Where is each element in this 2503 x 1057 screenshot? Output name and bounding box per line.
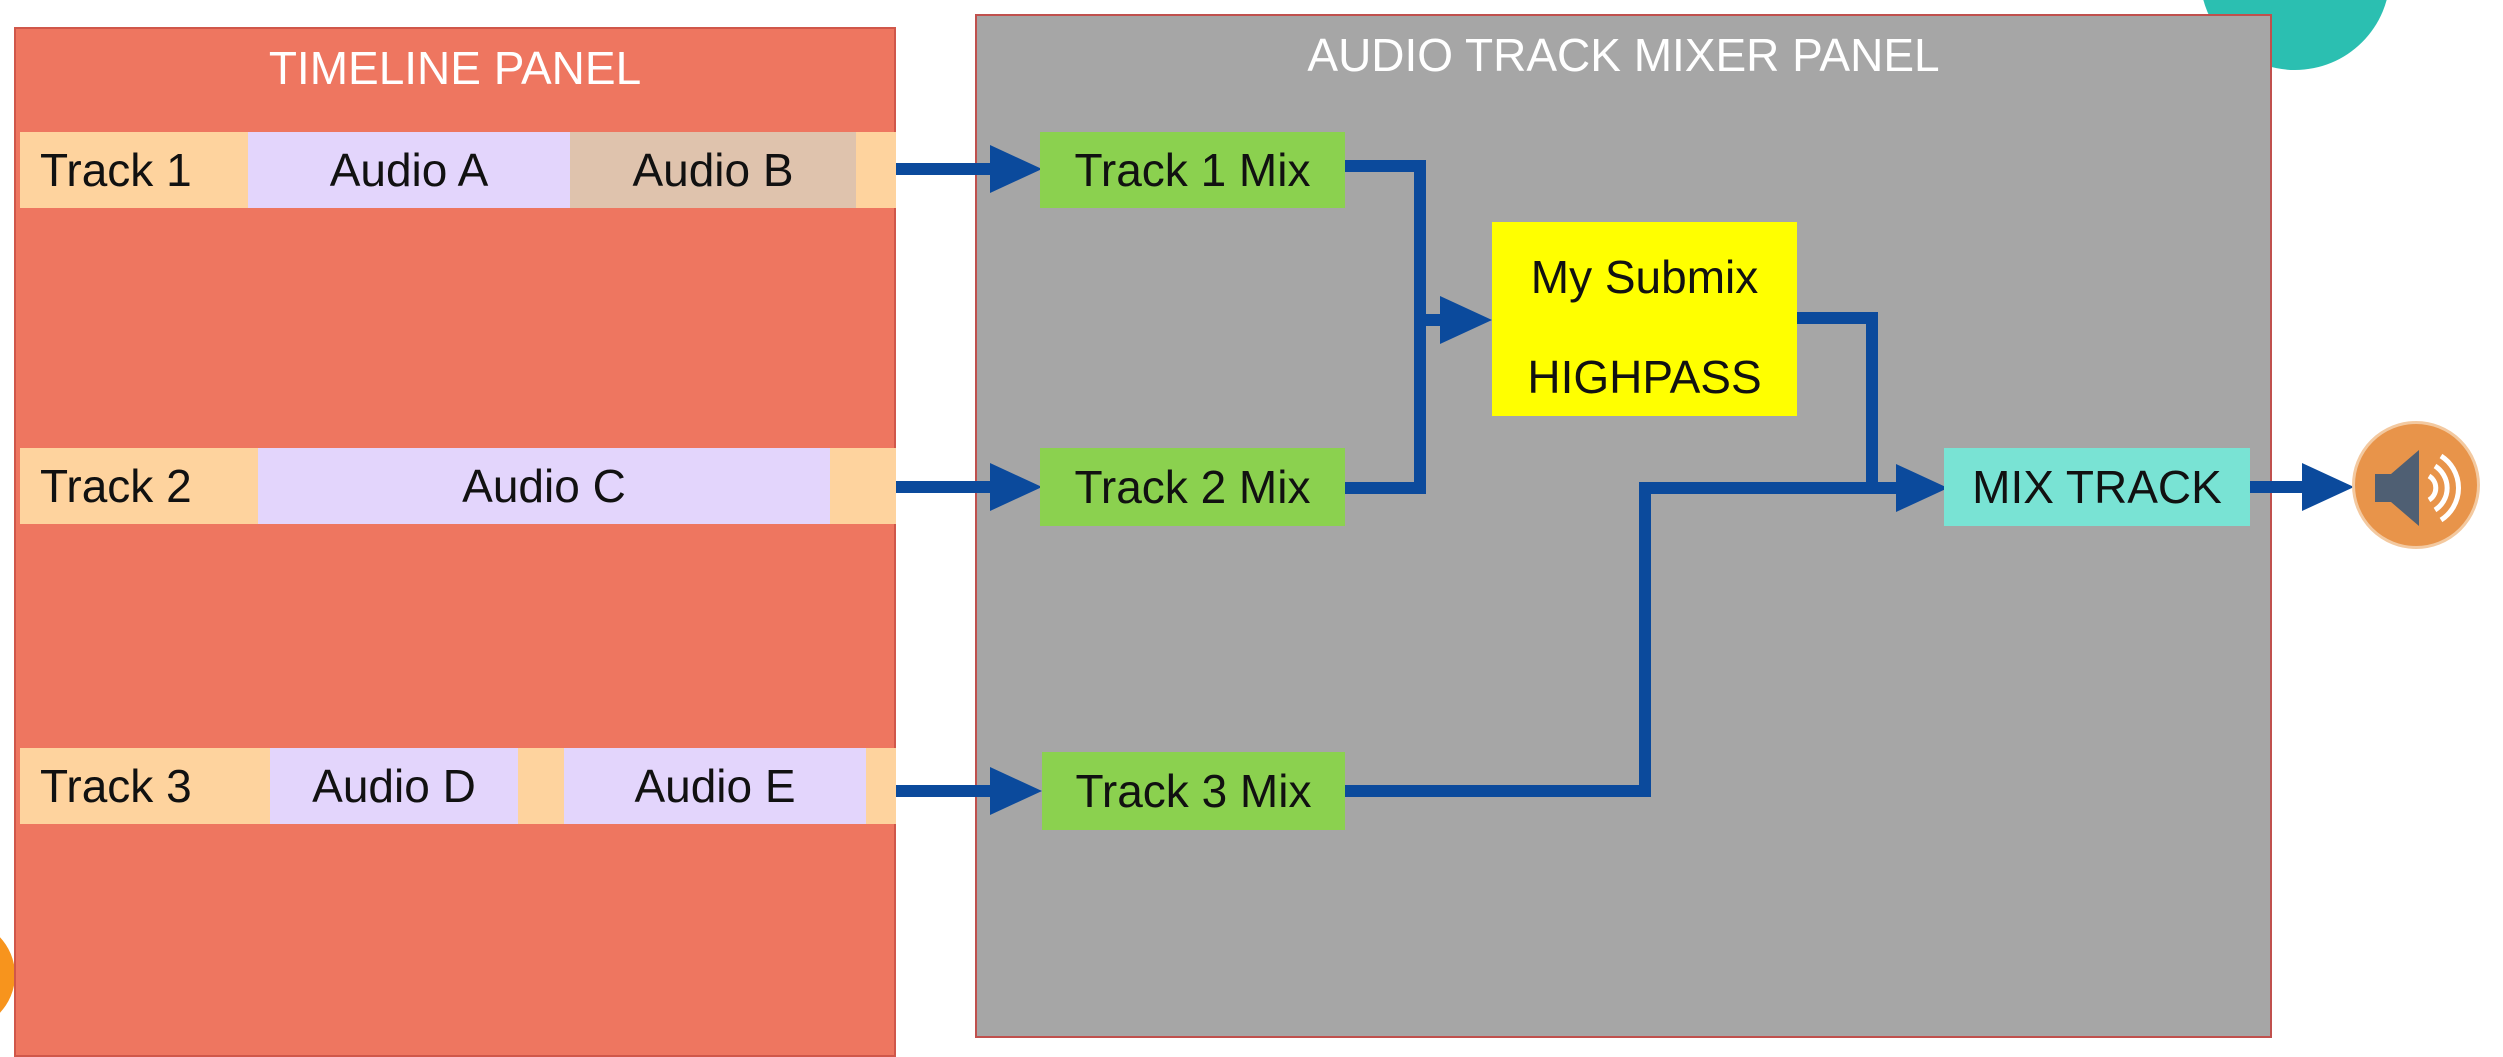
speaker-icon xyxy=(2352,421,2480,549)
speaker-icon-graphic xyxy=(2375,450,2461,526)
track-1-label: Track 1 xyxy=(40,144,192,196)
connector-track-3-mix-to-mix-track xyxy=(1345,482,1905,797)
arrowhead-track-1 xyxy=(990,145,1042,193)
submix-effect: HIGHPASS xyxy=(1527,351,1762,403)
arrowhead-track-2 xyxy=(990,463,1042,511)
track-1-mix-box[interactable]: Track 1 Mix xyxy=(1040,132,1345,208)
timeline-track-3: Track 3 Audio D Audio E xyxy=(20,748,896,824)
track-2-mix-box[interactable]: Track 2 Mix xyxy=(1040,448,1345,526)
arrowhead-submix xyxy=(1440,296,1492,344)
arrowhead-mix-track xyxy=(1896,464,1948,512)
mix-track-box[interactable]: MIX TRACK xyxy=(1944,448,2250,526)
submix-box[interactable]: My Submix HIGHPASS xyxy=(1492,222,1797,416)
mixer-panel-title: AUDIO TRACK MIXER PANEL xyxy=(1307,29,1940,81)
audio-clip-c[interactable]: Audio C xyxy=(258,448,830,524)
connector-submix-to-mix-track xyxy=(1797,312,1905,494)
track-3-mix-box[interactable]: Track 3 Mix xyxy=(1042,752,1345,830)
arrowhead-output xyxy=(2302,463,2354,511)
arrowhead-track-3 xyxy=(990,767,1042,815)
timeline-track-2: Track 2 Audio C xyxy=(20,448,896,524)
track-2-label: Track 2 xyxy=(40,460,192,512)
audio-clip-a[interactable]: Audio A xyxy=(248,132,570,208)
track-3-label: Track 3 xyxy=(40,760,192,812)
audio-clip-e[interactable]: Audio E xyxy=(564,748,866,824)
audio-clip-b[interactable]: Audio B xyxy=(570,132,856,208)
timeline-panel-title: TIMELINE PANEL xyxy=(268,42,642,94)
connector-mixes-to-submix xyxy=(1345,160,1426,494)
timeline-track-1: Track 1 Audio A Audio B xyxy=(20,132,896,208)
audio-clip-d[interactable]: Audio D xyxy=(270,748,518,824)
submix-name: My Submix xyxy=(1530,251,1759,303)
